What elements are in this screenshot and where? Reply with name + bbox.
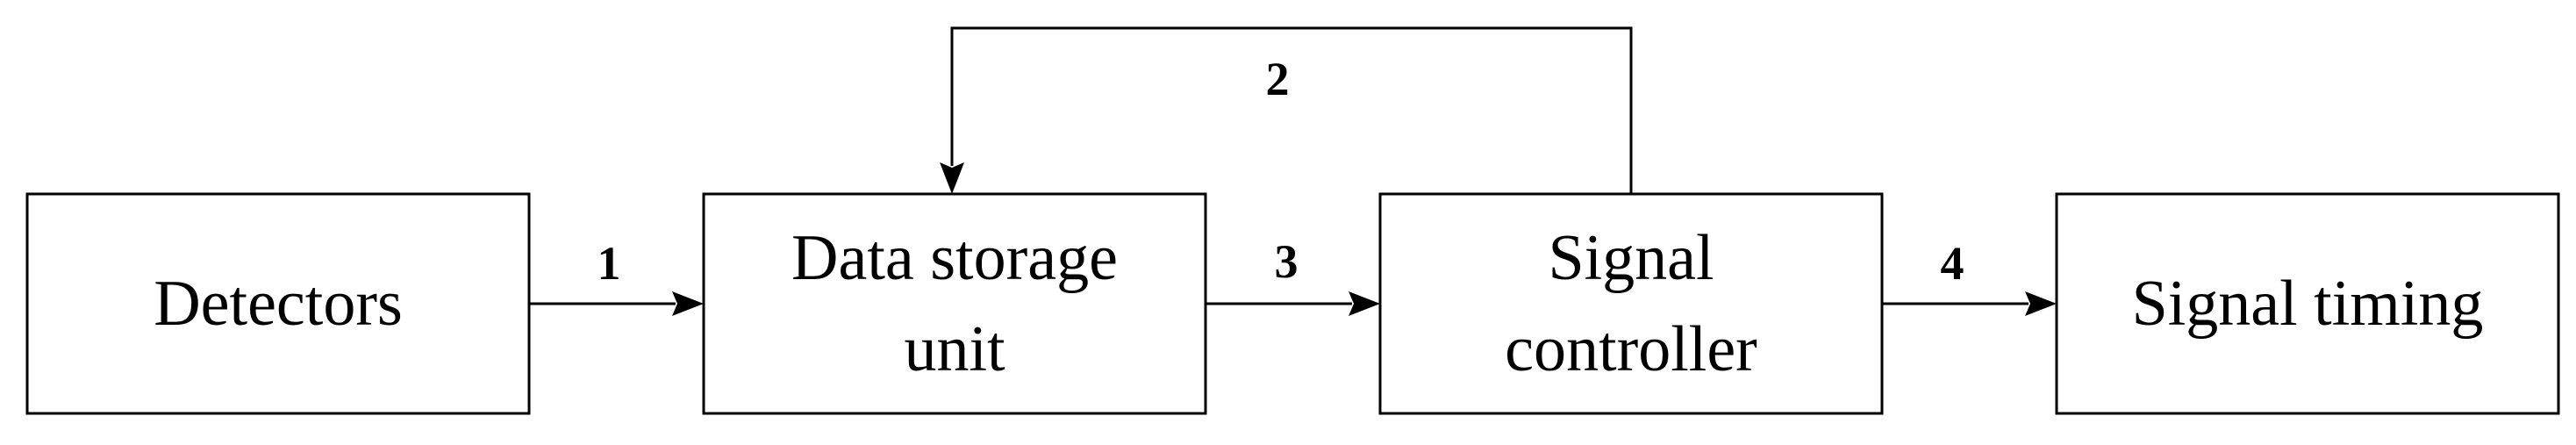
signal-controller-label-line1: Signal: [1548, 222, 1714, 294]
data-storage-unit-label-line2: unit: [904, 313, 1005, 385]
signal-controller-label-line2: controller: [1505, 313, 1757, 385]
edge-2-label: 2: [1266, 53, 1290, 105]
data-storage-unit-label-line1: Data storage: [791, 222, 1118, 294]
edge-2-feedback-arrow: [940, 26, 1633, 194]
edge-4-label: 4: [1941, 237, 1964, 290]
data-storage-unit-box: [702, 192, 1207, 415]
signal-timing-label: Signal timing: [2132, 268, 2484, 340]
edge-1-arrow: [529, 291, 704, 316]
detectors-label: Detectors: [154, 268, 403, 340]
detectors-box: [25, 192, 531, 415]
edge-3-label: 3: [1275, 235, 1299, 288]
edge-3-arrow: [1206, 291, 1380, 316]
signal-timing-box: [2055, 192, 2560, 415]
edge-4-arrow: [1882, 291, 2057, 316]
edge-1-label: 1: [597, 237, 621, 290]
